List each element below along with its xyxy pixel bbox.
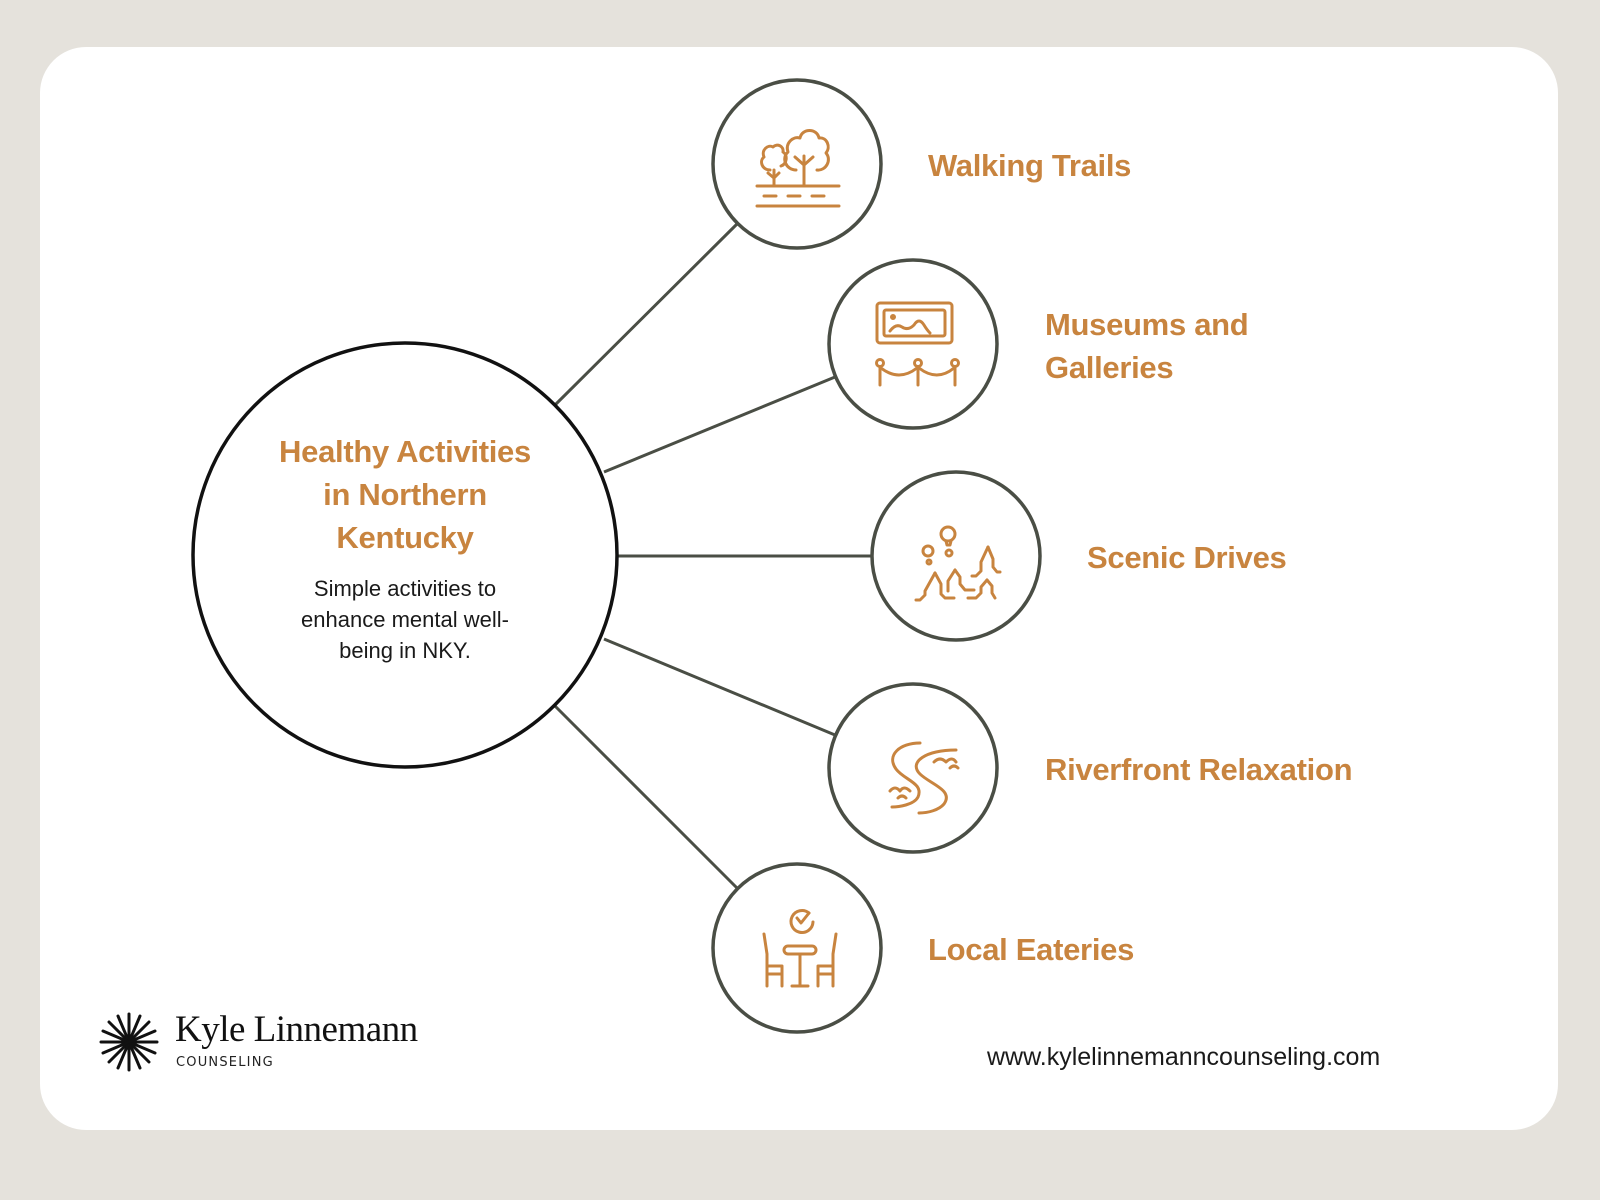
center-node: Healthy Activities in Northern Kentucky … [245,430,565,666]
local-eateries-circle [711,862,883,1034]
connector-local-eateries [553,704,739,890]
connector-museums [603,375,836,474]
winding-river-birds-icon [888,741,960,815]
connector-lines [553,222,872,890]
label-scenic-drives: Scenic Drives [1087,540,1287,575]
starburst-icon [99,1012,159,1072]
connector-riverfront [603,637,836,737]
mountains-balloons-icon [914,525,1002,602]
table-chairs-checkmark-icon [762,909,838,988]
trees-path-icon [755,129,841,208]
riverfront-circle [827,682,999,854]
label-local-eateries: Local Eateries [928,932,1135,967]
brand-subtitle: COUNSELING [176,1055,274,1070]
brand-name: Kyle Linnemann [175,1009,418,1050]
connector-walking-trails [553,222,739,407]
center-title: Healthy Activities in Northern Kentucky [279,434,531,555]
walking-trails-circle [711,78,883,250]
center-subtitle: Simple activities to enhance mental well… [301,576,509,663]
label-riverfront-relaxation: Riverfront Relaxation [1045,752,1353,787]
framed-picture-rope-barrier-icon [875,301,960,387]
center-circle [191,341,619,769]
scenic-drives-circle [870,470,1042,642]
website-url: www.kylelinnemanncounseling.com [987,1043,1381,1071]
label-walking-trails: Walking Trails [928,148,1132,183]
label-museums-and-galleries: Museums and Galleries [1045,307,1249,385]
